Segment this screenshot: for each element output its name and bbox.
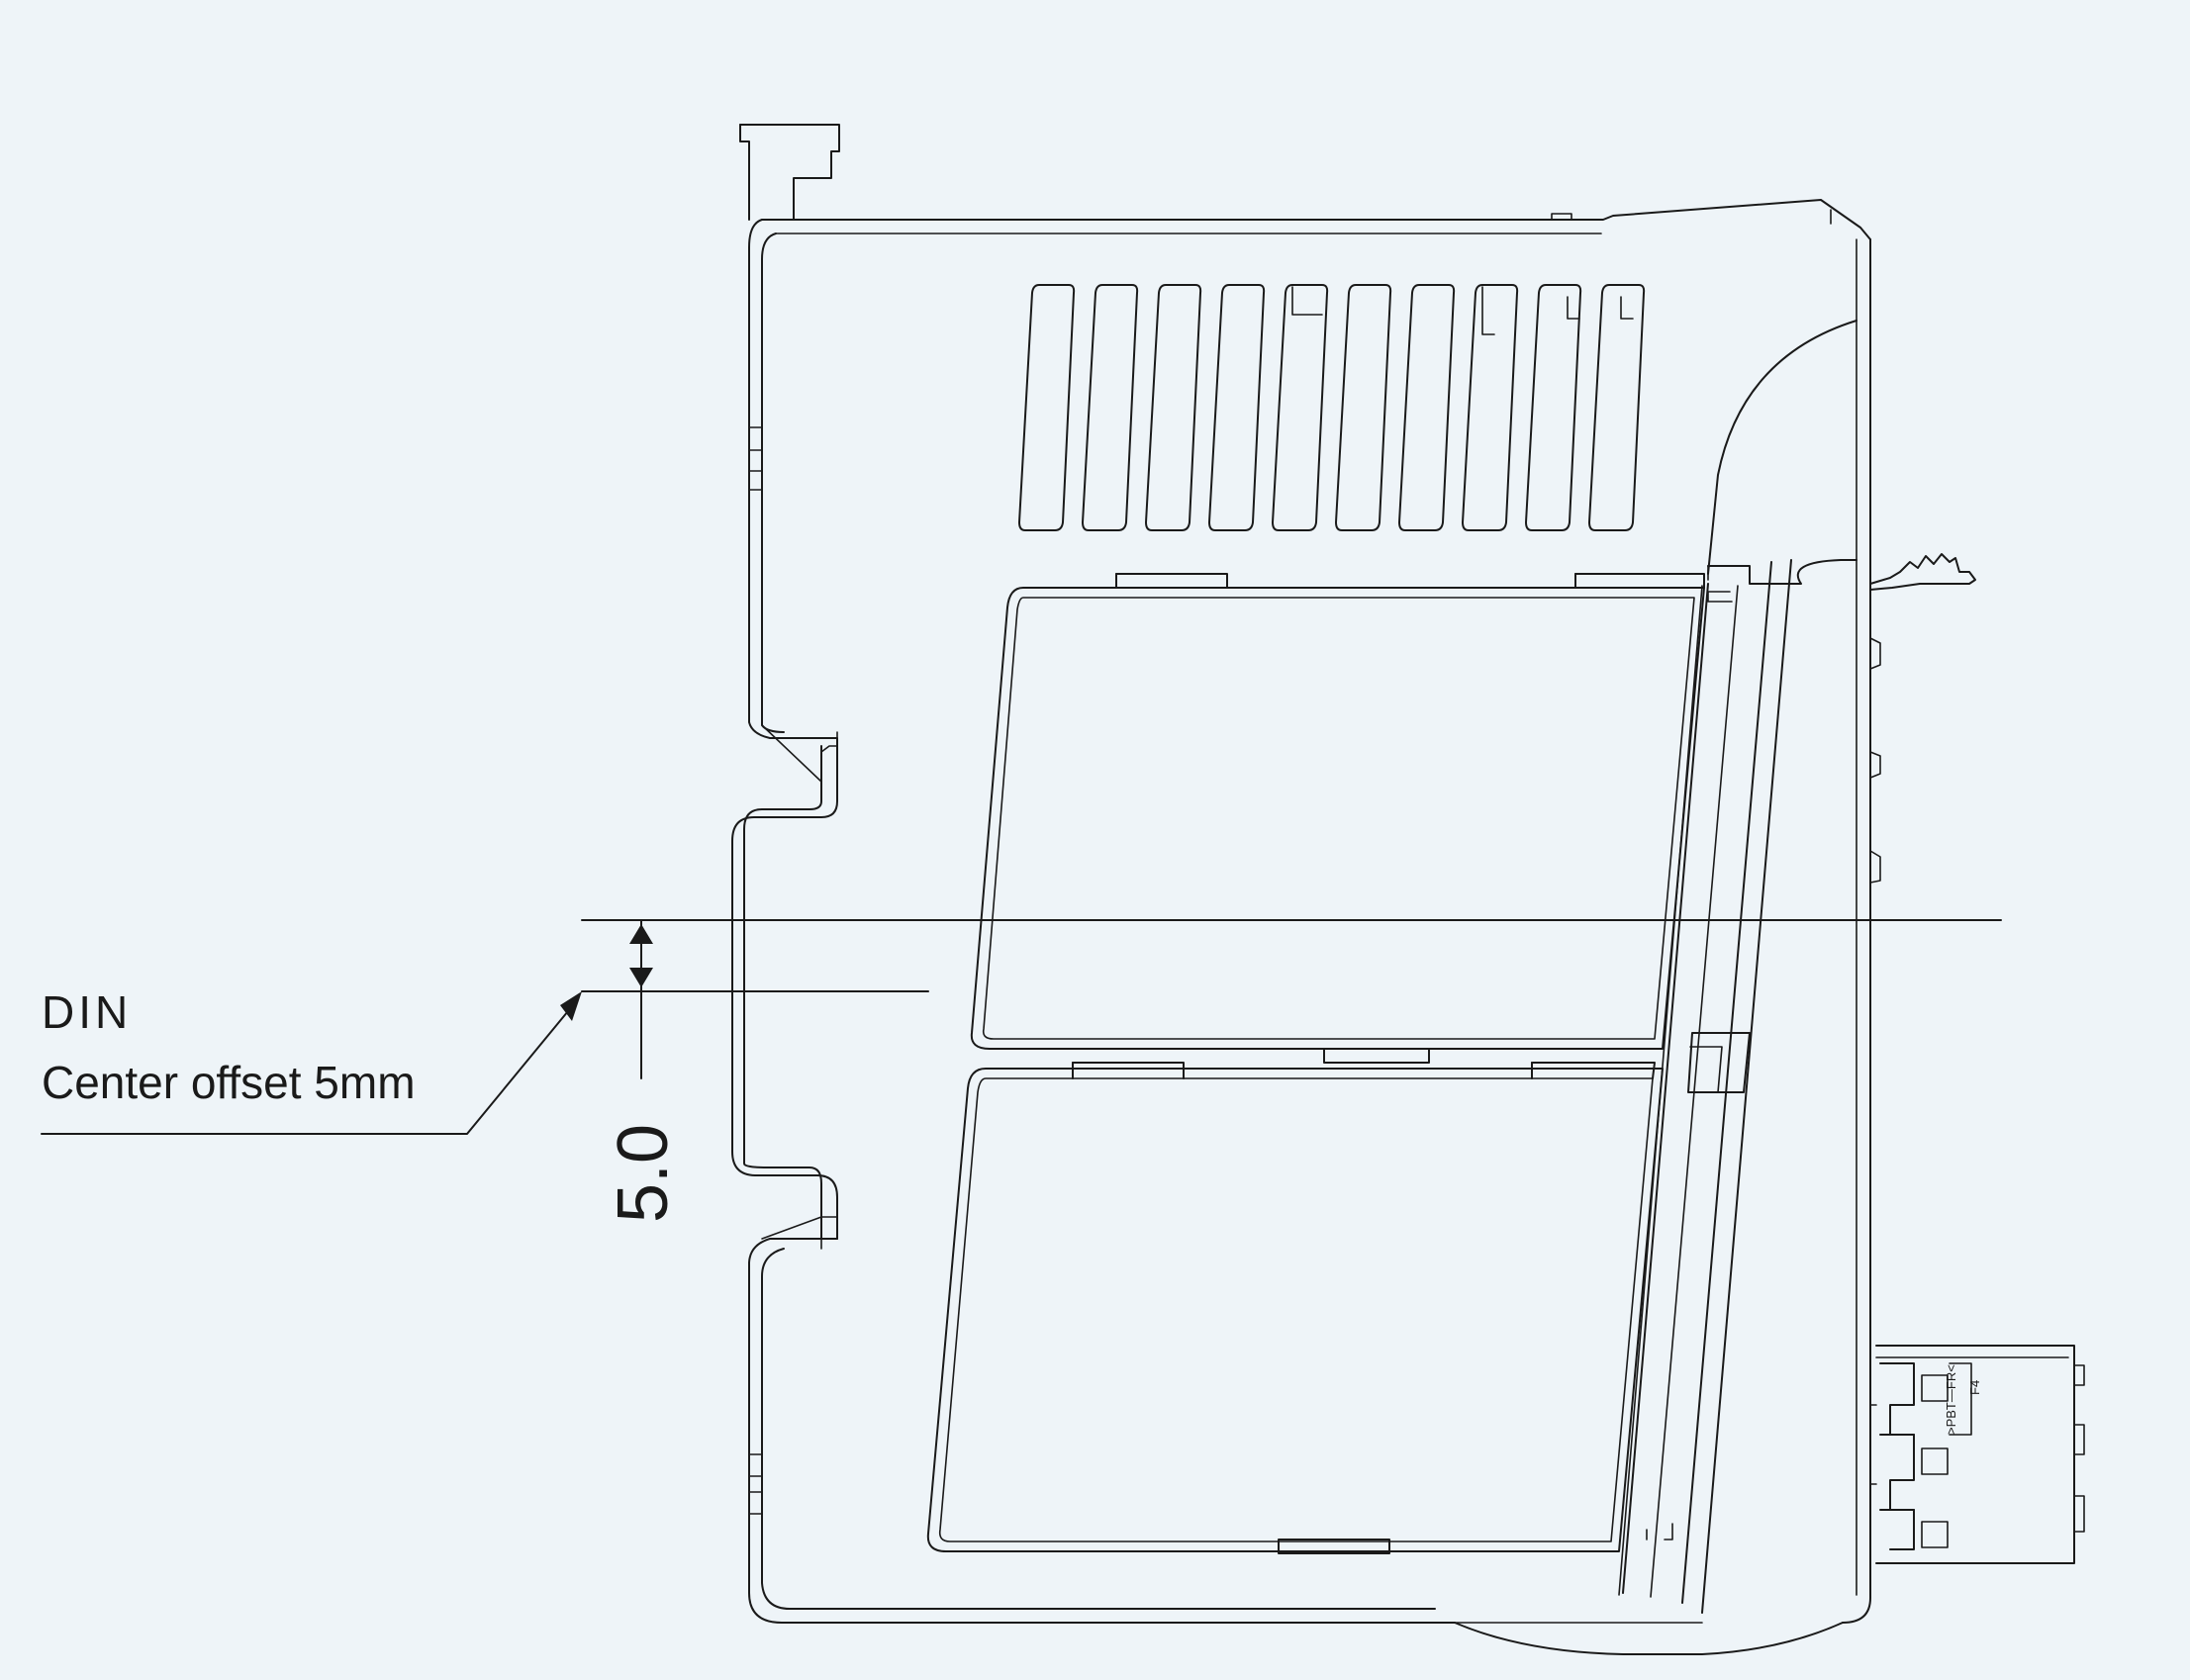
ventilation-slots — [1018, 284, 1646, 531]
svg-text:>PBT—FR<: >PBT—FR< — [1944, 1364, 1958, 1435]
dimension-value: 5.0 — [604, 1124, 683, 1223]
terminal-connector: >PBT—FR< F4 — [1869, 1345, 2085, 1564]
din-label: DIN — [42, 986, 133, 1038]
svg-text:F4: F4 — [1967, 1380, 1982, 1395]
lower-panel — [926, 1048, 1664, 1554]
housing-outline — [731, 124, 1881, 1655]
upper-panel — [970, 573, 1705, 1050]
dimension-annotation — [41, 919, 2002, 1135]
center-offset-label: Center offset 5mm — [42, 1057, 416, 1108]
leader-arrow-icon — [560, 991, 582, 1021]
arrow-down-icon — [629, 968, 653, 987]
arrow-up-icon — [629, 924, 653, 944]
leader-line — [41, 1010, 569, 1135]
